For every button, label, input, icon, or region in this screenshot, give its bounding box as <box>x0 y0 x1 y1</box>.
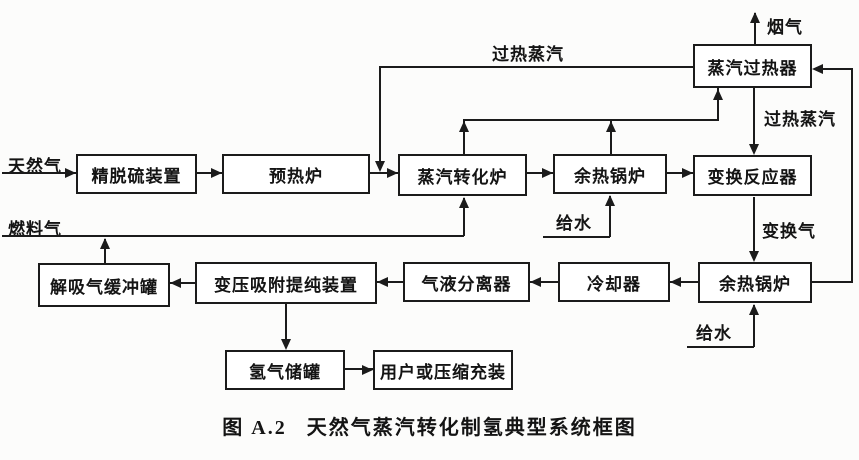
label-natural-gas: 天然气 <box>8 157 62 176</box>
node-gas-liquid-separator: 气液分离器 <box>403 262 530 302</box>
edge-fuel-gas-riser <box>463 198 465 236</box>
arrow-shift-to-whb2-icon <box>749 251 759 262</box>
node-steam-superheater: 蒸汽过热器 <box>693 44 812 88</box>
edge-feed-water-1-shelf <box>543 236 610 238</box>
arrow-psa-to-h2-tank-icon <box>281 339 291 350</box>
figure-caption: 图 A.2 天然气蒸汽转化制氢典型系统框图 <box>0 411 859 440</box>
edge-feed-water-1-riser <box>609 196 611 237</box>
arrow-psa-to-desorption-tank-icon <box>170 278 181 288</box>
edge-cooler-to-separator <box>530 281 558 283</box>
edge-psa-to-desorption-tank <box>170 282 195 284</box>
arrow-fuel-gas-riser-icon <box>459 197 469 208</box>
node-waste-heat-boiler-1: 余热锅炉 <box>553 154 667 194</box>
arrow-whb2-loop-icon <box>812 64 823 74</box>
node-user-or-compression-filling: 用户或压缩充装 <box>373 350 513 390</box>
node-steam-reformer: 蒸汽转化炉 <box>398 154 527 196</box>
node-shift-reactor: 变换反应器 <box>693 155 812 196</box>
arrow-desorption-to-fuel-gas-icon <box>100 238 110 249</box>
arrow-reformer-top-riser-icon <box>459 121 469 132</box>
edge-shift-to-whb2 <box>753 197 755 254</box>
node-desorption-gas-buffer-tank: 解吸气缓冲罐 <box>38 263 170 307</box>
edge-separator-to-psa <box>377 281 403 283</box>
edge-whb2-loop-top <box>818 68 853 70</box>
arrow-superheated-steam-drop-icon <box>375 161 385 172</box>
arrow-whb2-to-cooler-icon <box>670 277 681 287</box>
arrow-preheater-to-reformer-icon <box>387 168 398 178</box>
arrow-superheater-to-shift-icon <box>749 144 759 155</box>
edge-header-to-superheater <box>717 88 719 121</box>
arrow-header-to-superheater-icon <box>713 89 723 100</box>
edge-feed-water-2-riser <box>753 305 755 347</box>
edge-superheated-steam-horizontal <box>379 66 693 68</box>
edge-superheated-steam-drop <box>379 66 381 163</box>
arrow-reformer-to-whb1-icon <box>542 168 553 178</box>
edge-preheater-to-reformer <box>370 172 398 174</box>
node-cooler: 冷却器 <box>558 262 670 302</box>
node-desulfurization-unit: 精脱硫装置 <box>76 154 197 194</box>
arrow-natural-gas-icon <box>65 168 76 178</box>
label-superheated-steam-top: 过热蒸汽 <box>492 45 564 64</box>
arrow-h2-tank-to-user-icon <box>362 365 373 375</box>
edge-fuel-gas-line <box>2 235 464 237</box>
arrow-desulf-to-preheater-icon <box>211 168 222 178</box>
edge-flue-gas <box>754 13 756 44</box>
edge-superheater-to-shift <box>753 88 755 148</box>
node-waste-heat-boiler-2: 余热锅炉 <box>698 262 812 303</box>
node-hydrogen-storage-tank: 氢气储罐 <box>225 350 345 390</box>
figure-caption-title: 天然气蒸汽转化制氢典型系统框图 <box>306 417 637 439</box>
arrow-whb1-top-riser-icon <box>606 121 616 132</box>
node-psa-purification-unit: 变压吸附提纯装置 <box>195 262 377 304</box>
edge-h2-tank-to-user <box>345 368 373 370</box>
edge-steam-header <box>463 119 719 121</box>
edge-desulf-to-preheater <box>197 172 222 174</box>
arrow-separator-to-psa-icon <box>377 277 388 287</box>
label-fuel-gas: 燃料气 <box>8 220 62 239</box>
edge-whb1-top-riser <box>610 121 612 154</box>
edge-whb2-loop-riser <box>851 68 853 283</box>
label-superheated-steam-right: 过热蒸汽 <box>764 110 836 129</box>
edge-natural-gas-line <box>2 172 76 174</box>
edge-reformer-top-riser <box>463 121 465 154</box>
edge-whb1-to-shift <box>667 172 693 174</box>
arrow-flue-gas-icon <box>750 12 760 23</box>
edge-whb2-loop-bottom <box>812 281 853 283</box>
edge-reformer-to-whb1 <box>527 172 553 174</box>
node-preheating-furnace: 预热炉 <box>222 154 370 194</box>
edge-psa-to-h2-tank <box>285 304 287 341</box>
arrow-cooler-to-separator-icon <box>530 277 541 287</box>
edge-whb2-to-cooler <box>670 281 698 283</box>
edge-desorption-to-fuel-gas <box>104 239 106 264</box>
label-flue-gas: 烟气 <box>767 18 803 37</box>
label-shift-gas: 变换气 <box>762 222 816 241</box>
edge-feed-water-2-shelf <box>687 346 754 348</box>
arrow-feed-water-1-icon <box>605 195 615 206</box>
arrow-feed-water-2-icon <box>749 304 759 315</box>
figure-caption-number: 图 A.2 <box>222 417 287 439</box>
label-feed-water-2: 给水 <box>696 324 732 343</box>
label-feed-water-1: 给水 <box>556 214 592 233</box>
arrow-whb1-to-shift-icon <box>682 168 693 178</box>
